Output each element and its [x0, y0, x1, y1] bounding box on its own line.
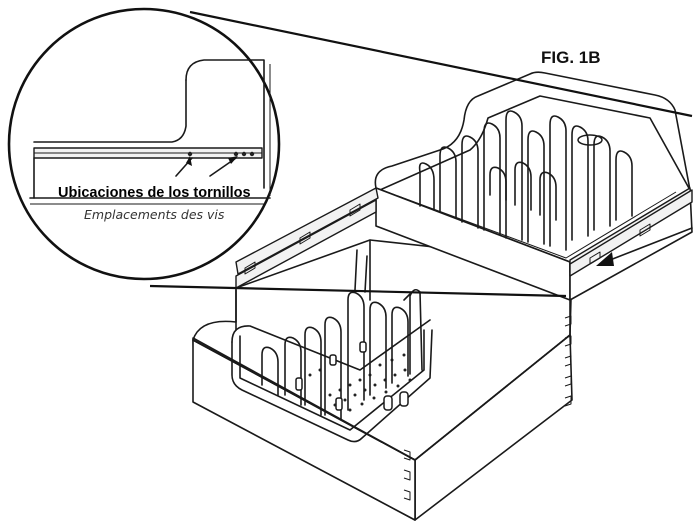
- screw-hole: [187, 151, 193, 157]
- zoom-leader-lines: [149, 10, 693, 298]
- screw-hole: [249, 151, 255, 157]
- lower-rack: [231, 249, 433, 443]
- left-slide-rail: [235, 187, 379, 289]
- right-slide-rail: [569, 189, 693, 277]
- screw-location-pointers: [175, 156, 238, 177]
- figure-label: FIG. 1B: [541, 48, 601, 67]
- cabinet-box: [192, 239, 573, 521]
- detail-zoom-circle: Ubicaciones de los tornillos Emplacement…: [7, 7, 281, 281]
- slide-direction-arrow: [596, 227, 693, 266]
- screw-locations-label-es: Ubicaciones de los tornillos: [58, 185, 251, 201]
- lower-rack-pegs: [295, 341, 409, 411]
- screw-locations-label-fr: Emplacements des vis: [84, 207, 225, 222]
- screw-hole: [233, 151, 239, 157]
- lower-rack-tines: [261, 249, 423, 421]
- upper-rack-tines: [418, 110, 633, 251]
- rack-floor-dots: [298, 353, 412, 412]
- screw-hole: [241, 151, 247, 157]
